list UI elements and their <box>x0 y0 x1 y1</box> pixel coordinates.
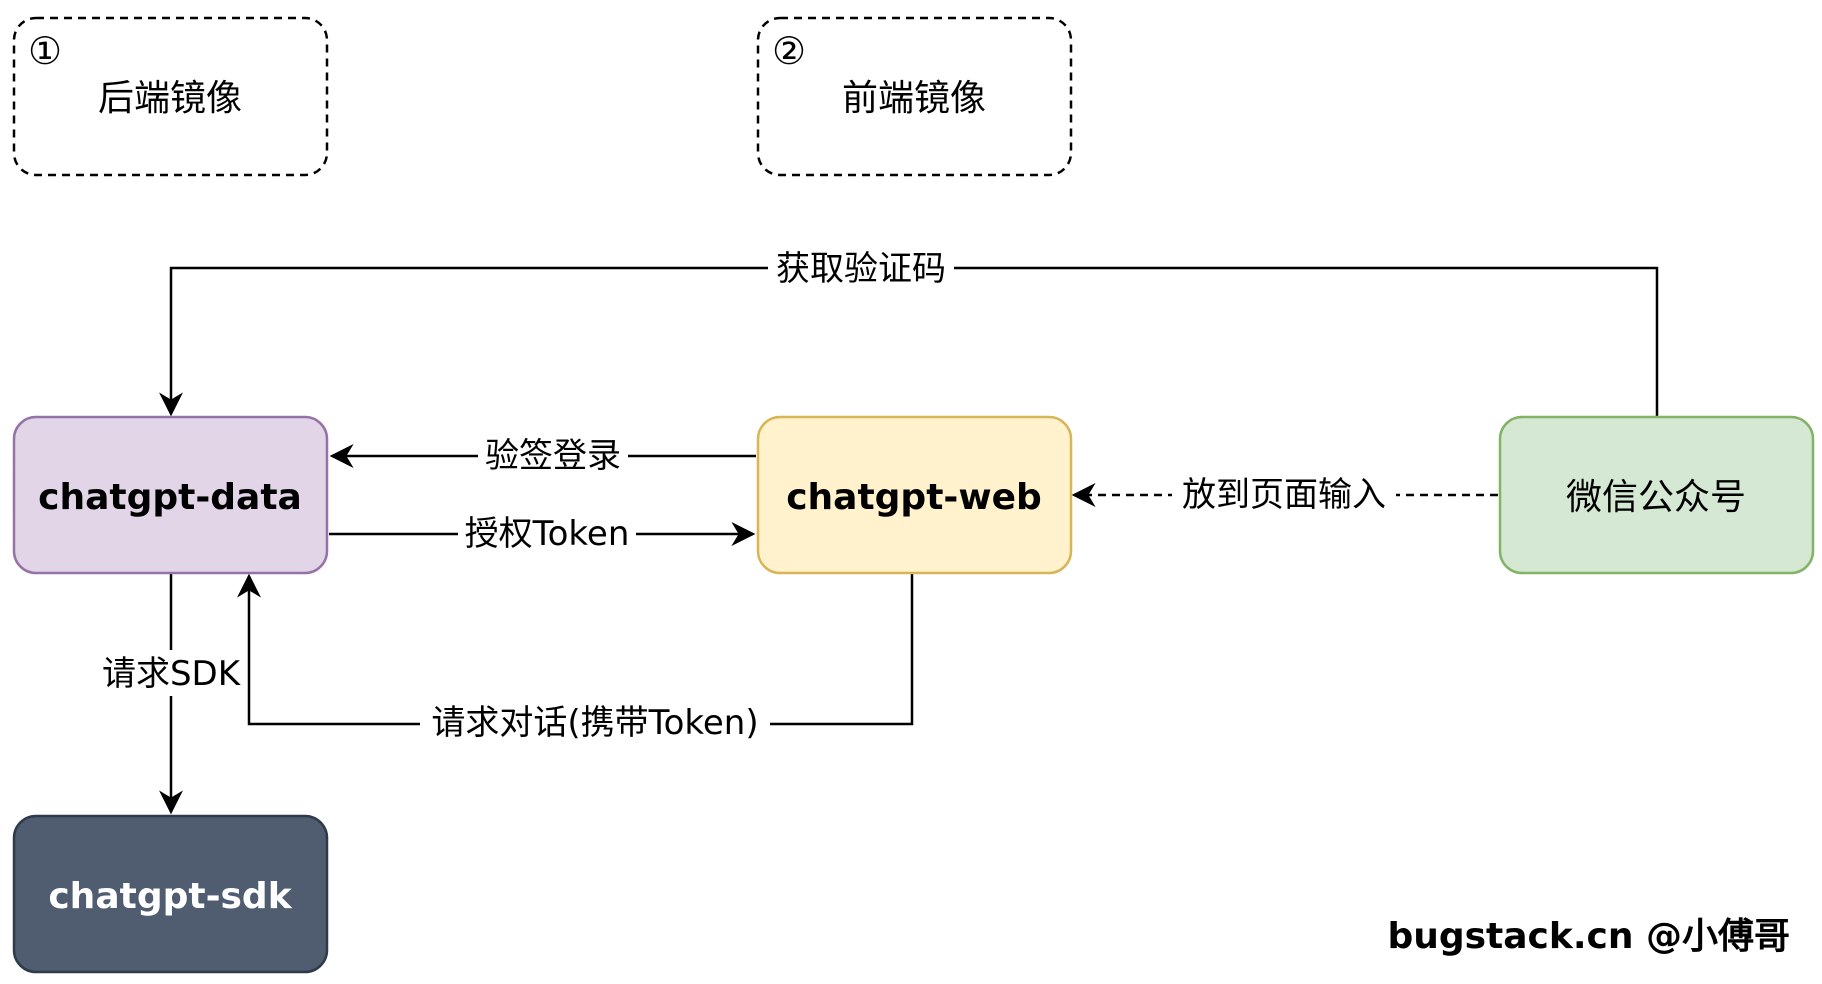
edge-put-to-page-input: 放到页面输入 <box>1071 472 1498 518</box>
group-backend-image: ① 后端镜像 <box>12 16 329 177</box>
edge-label-get-code: 获取验证码 <box>776 249 946 289</box>
node-chatgpt-sdk: chatgpt-sdk <box>12 814 329 974</box>
edge-label-put-input: 放到页面输入 <box>1182 475 1386 515</box>
edge-label-verify-login: 验签登录 <box>485 436 621 476</box>
node-chatgpt-data: chatgpt-data <box>12 415 329 575</box>
group-frontend-image: ② 前端镜像 <box>756 16 1073 177</box>
node-wechat-official-account: 微信公众号 <box>1498 415 1815 575</box>
group-frontend-label: 前端镜像 <box>842 78 986 119</box>
edge-verify-login: 验签登录 <box>329 432 756 478</box>
node-chatgpt-web: chatgpt-web <box>756 415 1073 575</box>
edge-request-chat: 请求对话(携带Token) <box>237 573 914 746</box>
edge-label-request-sdk: 请求SDK <box>102 654 242 694</box>
group-frontend-number: ② <box>772 29 806 73</box>
edge-auth-token: 授权Token <box>329 510 756 556</box>
edge-label-auth-token: 授权Token <box>465 514 630 554</box>
edge-get-verification-code: 获取验证码 <box>159 246 1659 417</box>
node-label-chatgpt-web: chatgpt-web <box>786 477 1042 518</box>
credit-text: bugstack.cn @小傅哥 <box>1387 916 1790 957</box>
node-label-chatgpt-data: chatgpt-data <box>38 477 302 518</box>
edge-label-request-chat: 请求对话(携带Token) <box>431 703 758 743</box>
group-backend-number: ① <box>28 29 62 73</box>
edge-request-sdk: 请求SDK <box>96 574 246 815</box>
group-backend-label: 后端镜像 <box>98 78 242 119</box>
node-label-chatgpt-sdk: chatgpt-sdk <box>48 876 292 917</box>
node-label-wechat: 微信公众号 <box>1566 477 1746 518</box>
